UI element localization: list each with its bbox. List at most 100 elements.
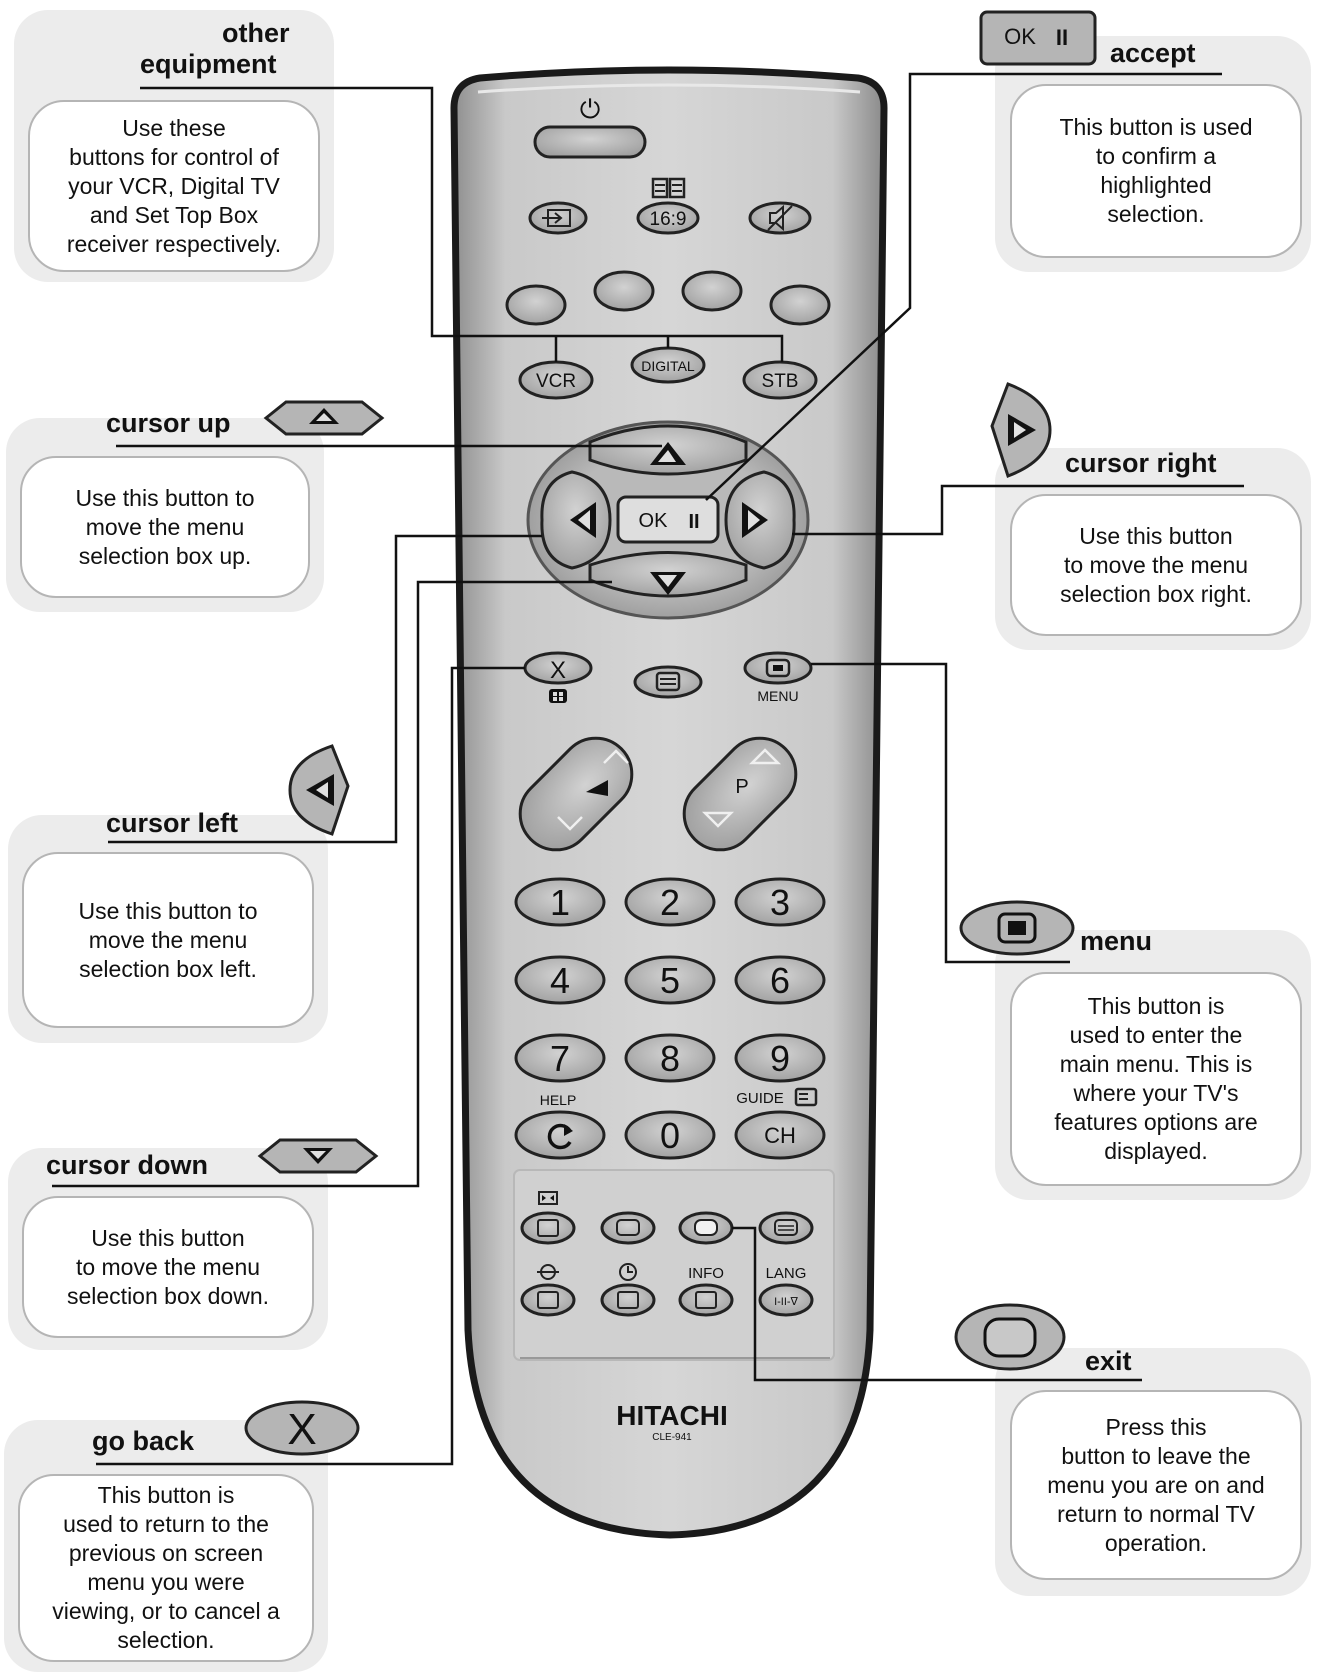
aspect-button[interactable]: 16:9 xyxy=(636,201,700,235)
ok-pause-button[interactable]: OK II xyxy=(616,495,720,544)
leader-lines xyxy=(52,72,1244,1466)
info-label: INFO xyxy=(688,1265,724,1282)
desc-accept: This button is used to confirm a highlig… xyxy=(1010,84,1302,258)
mute-button[interactable] xyxy=(748,201,812,235)
size-icon xyxy=(538,1191,558,1205)
remote-body xyxy=(450,66,888,1539)
swap-icon xyxy=(537,1264,559,1280)
svg-text:0: 0 xyxy=(660,1115,680,1156)
digit-button-1[interactable]: 1 xyxy=(514,877,606,927)
svg-text:OK: OK xyxy=(639,510,669,532)
teletext-button[interactable] xyxy=(633,665,703,699)
exit-button[interactable] xyxy=(678,1211,734,1245)
color-button-2[interactable] xyxy=(593,270,655,312)
digit-button-7[interactable]: 7 xyxy=(514,1033,606,1083)
desc-cursor-right: Use this button to move the menu selecti… xyxy=(1010,494,1302,636)
teletext-index-button[interactable] xyxy=(758,1211,814,1245)
vcr-button[interactable]: VCR xyxy=(518,360,594,400)
cursor-down-icon xyxy=(257,1138,379,1174)
digital-button[interactable]: DIGITAL xyxy=(630,346,706,384)
desc-cursor-up: Use this button to move the menu selecti… xyxy=(20,456,310,598)
svg-text:7: 7 xyxy=(550,1038,570,1079)
digit-button-0[interactable]: 0 xyxy=(624,1110,716,1160)
go-back-icon: X xyxy=(244,1400,360,1456)
menu-icon xyxy=(959,900,1075,956)
desc-exit: Press this button to leave the menu you … xyxy=(1010,1390,1302,1580)
input-source-button[interactable] xyxy=(528,201,588,235)
svg-text:3: 3 xyxy=(770,882,790,923)
heading-other-equipment-line1: other xyxy=(222,18,290,48)
guide-icon xyxy=(794,1087,818,1107)
svg-text:X: X xyxy=(287,1405,316,1454)
ok-pause-icon: OK II xyxy=(979,10,1097,66)
svg-text:9: 9 xyxy=(770,1038,790,1079)
exit-icon xyxy=(954,1303,1066,1371)
stb-button[interactable]: STB xyxy=(742,360,818,400)
svg-text:I-II-∇: I-II-∇ xyxy=(774,1296,798,1308)
go-back-button[interactable]: X xyxy=(523,651,593,685)
color-button-3[interactable] xyxy=(681,270,743,312)
teletext-reveal-button[interactable] xyxy=(520,1283,576,1317)
svg-text:II: II xyxy=(688,511,699,533)
svg-text:6: 6 xyxy=(770,960,790,1001)
desc-go-back: This button is used to return to the pre… xyxy=(18,1474,314,1662)
ch-button[interactable]: CH xyxy=(734,1110,826,1160)
model-number: CLE-941 xyxy=(652,1432,692,1443)
svg-text:X: X xyxy=(550,657,566,684)
digit-button-4[interactable]: 4 xyxy=(514,955,606,1005)
svg-text:CH: CH xyxy=(764,1123,796,1148)
svg-text:OK: OK xyxy=(1004,24,1036,49)
color-button-1[interactable] xyxy=(505,284,567,326)
digit-button-3[interactable]: 3 xyxy=(734,877,826,927)
color-button-4[interactable] xyxy=(769,284,831,326)
svg-text:P: P xyxy=(735,776,748,798)
info-button[interactable] xyxy=(678,1283,734,1317)
svg-text:1: 1 xyxy=(550,882,570,923)
program-rocker[interactable]: P xyxy=(669,723,810,864)
brand-logo: HITACHI xyxy=(616,1400,727,1431)
power-button[interactable] xyxy=(533,125,647,159)
cursor-right-button[interactable] xyxy=(724,470,796,570)
svg-text:VCR: VCR xyxy=(536,371,576,392)
teletext-subpage-button[interactable] xyxy=(600,1211,656,1245)
help-label: HELP xyxy=(540,1092,577,1108)
heading-cursor-left: cursor left xyxy=(106,808,239,838)
clock-icon xyxy=(619,1263,637,1281)
svg-text:5: 5 xyxy=(660,960,680,1001)
lang-label: LANG xyxy=(766,1265,807,1282)
heading-cursor-down: cursor down xyxy=(46,1150,209,1180)
mix-icon xyxy=(549,689,567,703)
svg-text:2: 2 xyxy=(660,882,680,923)
teletext-size-button[interactable] xyxy=(520,1211,576,1245)
desc-cursor-left: Use this button to move the menu selecti… xyxy=(22,852,314,1028)
svg-text:DIGITAL: DIGITAL xyxy=(641,358,695,374)
cursor-up-icon xyxy=(263,400,385,436)
heading-menu: menu xyxy=(1080,926,1153,956)
svg-text:STB: STB xyxy=(762,371,799,392)
digit-button-2[interactable]: 2 xyxy=(624,877,716,927)
help-button[interactable] xyxy=(514,1110,606,1160)
teletext-icon xyxy=(651,177,686,199)
desc-menu: This button is used to enter the main me… xyxy=(1010,972,1302,1186)
cursor-up-button[interactable] xyxy=(588,424,748,476)
digit-button-5[interactable]: 5 xyxy=(624,955,716,1005)
desc-cursor-down: Use this button to move the menu selecti… xyxy=(22,1196,314,1338)
heading-exit: exit xyxy=(1085,1346,1132,1376)
heading-cursor-up: cursor up xyxy=(106,408,231,438)
digit-button-9[interactable]: 9 xyxy=(734,1033,826,1083)
volume-rocker[interactable] xyxy=(505,723,646,864)
cursor-right-icon xyxy=(990,382,1052,478)
desc-other-equipment: Use these buttons for control of your VC… xyxy=(28,100,320,272)
cursor-down-button[interactable] xyxy=(588,551,748,598)
teletext-cancel-button[interactable] xyxy=(600,1283,656,1317)
menu-button[interactable] xyxy=(743,651,813,685)
digit-button-8[interactable]: 8 xyxy=(624,1033,716,1083)
svg-text:16:9: 16:9 xyxy=(650,209,687,230)
lang-button[interactable]: I-II-∇ xyxy=(758,1283,814,1317)
mute-icon xyxy=(769,204,784,232)
svg-text:8: 8 xyxy=(660,1038,680,1079)
digit-button-6[interactable]: 6 xyxy=(734,955,826,1005)
cursor-left-button[interactable] xyxy=(540,470,612,570)
heading-cursor-right: cursor right xyxy=(1065,448,1217,478)
